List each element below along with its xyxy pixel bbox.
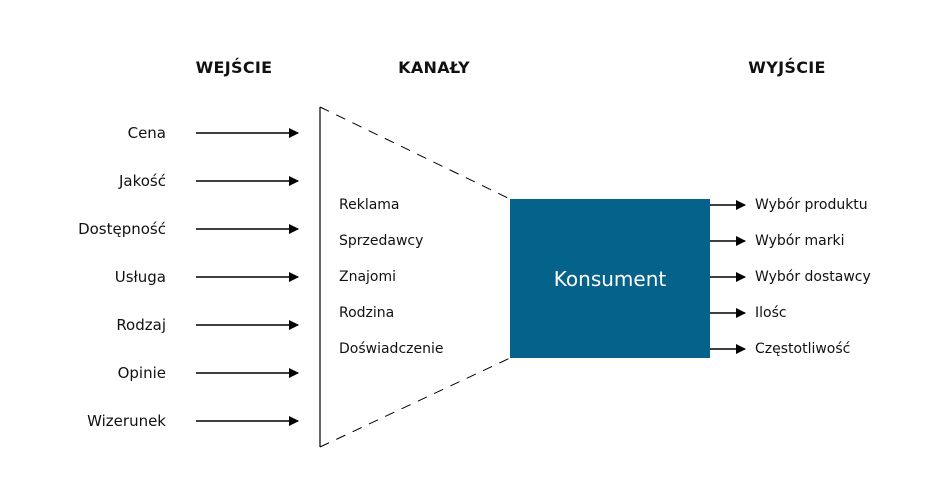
- channel-label: Znajomi: [339, 269, 397, 285]
- input-label: Usługa: [114, 268, 166, 286]
- header-input: WEJŚCIE: [195, 58, 273, 77]
- output-label: Ilośc: [755, 305, 787, 321]
- channel-label: Rodzina: [339, 305, 395, 321]
- input-label: Opinie: [117, 364, 166, 382]
- header-channels: KANAŁY: [398, 58, 470, 77]
- channel-label: Reklama: [339, 197, 400, 213]
- input-label: Jakość: [118, 172, 166, 190]
- output-label: Częstotliwość: [755, 341, 851, 357]
- channel-label: Sprzedawcy: [339, 233, 424, 249]
- output-label: Wybór marki: [755, 233, 845, 249]
- consumer-box: Konsument: [510, 199, 710, 358]
- funnel-top-dashed-edge: [319, 106, 511, 200]
- input-label: Cena: [127, 124, 166, 142]
- channel-label: Doświadczenie: [339, 341, 444, 357]
- output-label: Wybór dostawcy: [755, 269, 871, 285]
- output-label: Wybór produktu: [755, 197, 868, 213]
- header-output: WYJŚCIE: [748, 58, 826, 77]
- input-label: Dostępność: [78, 220, 166, 238]
- input-label: Rodzaj: [116, 316, 166, 334]
- consumer-label: Konsument: [553, 266, 667, 291]
- input-label: Wizerunek: [87, 412, 166, 430]
- funnel-bottom-dashed-edge: [319, 357, 511, 448]
